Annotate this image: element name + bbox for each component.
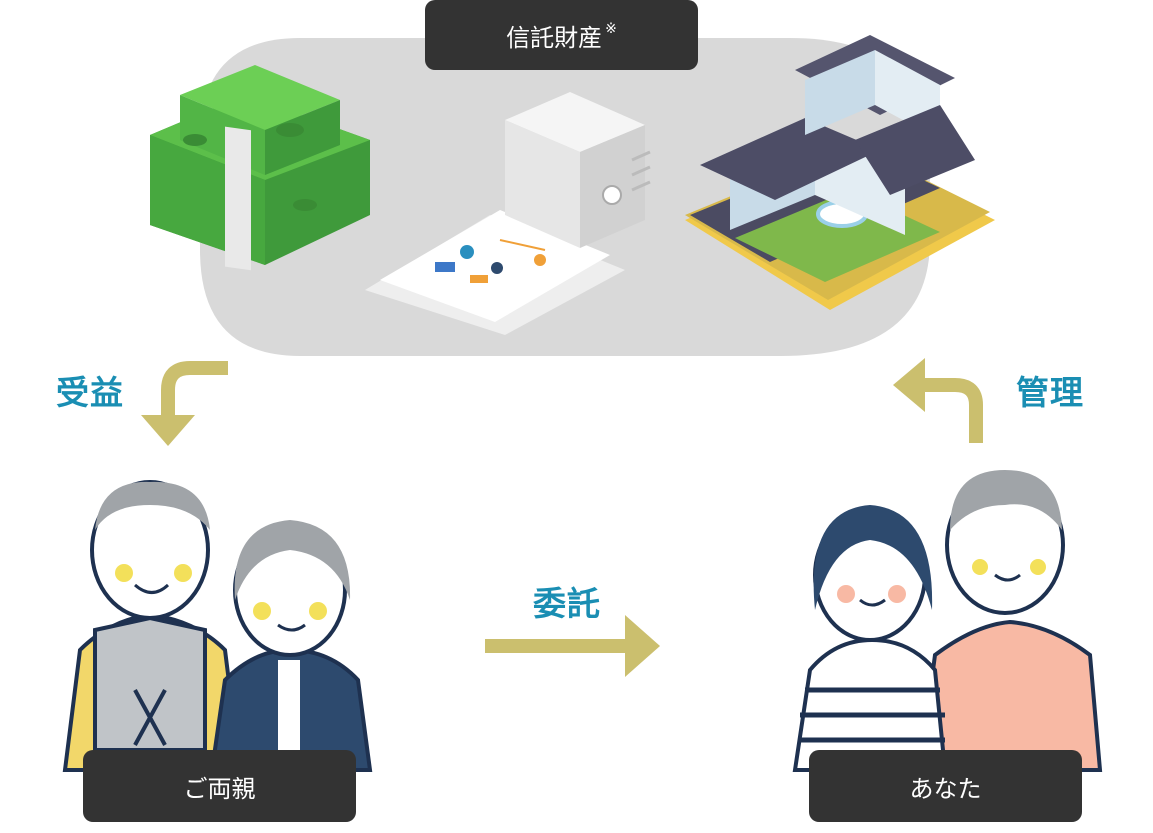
couple-illustration [792,470,1103,772]
house-icon [685,35,995,310]
benefit-arrow [161,361,228,420]
benefit-arrow-head [141,415,195,446]
trust-assets-text: 信託財産 [506,23,603,52]
trust-assets-label: 信託財産※ [425,0,698,70]
parents-illustration [62,480,373,772]
trust-assets-note-mark: ※ [605,21,617,37]
parents-label: ご両親 [83,750,356,822]
benefit-label: 受益 [56,373,124,412]
management-label: 管理 [1016,373,1084,412]
documents-icon [365,210,625,335]
management-arrow-head [893,358,925,412]
money-stack-icon [150,65,370,271]
entrust-label: 委託 [533,584,601,623]
management-arrow [920,378,983,443]
entrust-arrow-head [625,615,660,677]
safe-icon [505,92,651,248]
you-label: あなた [809,750,1082,822]
